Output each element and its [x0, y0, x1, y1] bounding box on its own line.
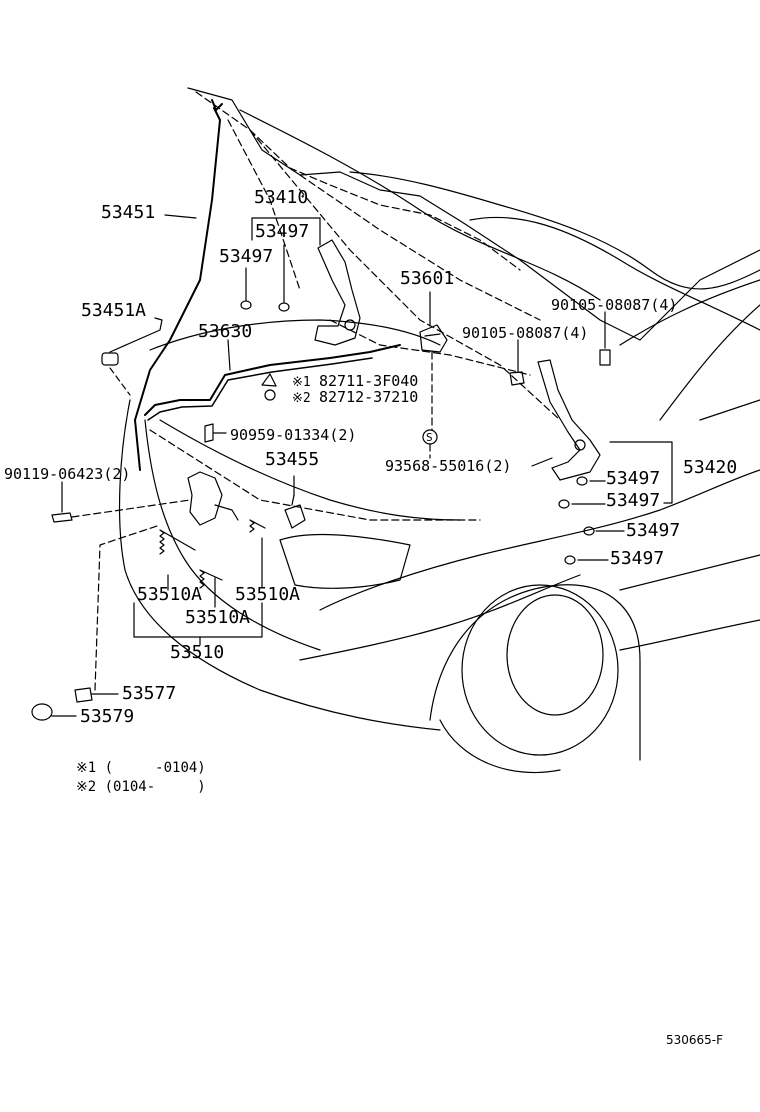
- fender-top: [149, 319, 441, 351]
- s-symbol: S: [426, 431, 433, 444]
- screw-90105-b: [509, 371, 525, 386]
- label-53510A-mid: 53510A: [185, 607, 251, 628]
- tire-bottom: [439, 719, 561, 774]
- clip-82712: [264, 389, 276, 401]
- label-90105-b: 90105-08087(4): [462, 324, 589, 342]
- hood-dashed-right: [249, 129, 561, 421]
- cushion-c: [576, 476, 588, 486]
- footnote-2: ※2 (0104- ): [76, 779, 206, 795]
- cushion-b: [278, 302, 290, 312]
- label-53630: 53630: [198, 321, 253, 342]
- bolt-90119: [51, 512, 73, 523]
- tire-outer: [461, 584, 619, 756]
- cushion-f: [564, 555, 576, 565]
- hood-right-edge: [469, 216, 760, 331]
- diagram-code: 530665-F: [666, 1033, 724, 1047]
- a-pillar: [659, 304, 760, 421]
- leader-53451A: [109, 317, 163, 353]
- hood-dashed-left: [227, 119, 301, 291]
- hood-ridge: [239, 109, 601, 301]
- rod-holder-leader: [109, 367, 131, 396]
- label-53455: 53455: [265, 449, 320, 470]
- lock-spring-a: [159, 529, 196, 555]
- hood-hinge-left: [314, 239, 361, 346]
- body-dashed: [149, 429, 481, 521]
- label-82712: 82712-37210: [319, 388, 419, 406]
- label-53497-d: 53497: [606, 490, 661, 511]
- leader-93568: [531, 457, 553, 467]
- label-53420: 53420: [683, 457, 738, 478]
- label-93568: 93568-55016(2): [385, 457, 512, 475]
- label-53451A: 53451A: [81, 300, 147, 321]
- label-53579: 53579: [80, 706, 135, 727]
- tire-inner: [506, 594, 604, 716]
- hood-support-rod: [134, 107, 221, 471]
- fender-lower: [299, 574, 581, 661]
- hood-lock-lever: [214, 504, 239, 521]
- body-lower-line: [619, 619, 760, 651]
- hood-lock: [187, 471, 223, 526]
- mark-2: ※2: [292, 391, 311, 406]
- label-53497-a: 53497: [255, 221, 310, 242]
- label-82711: 82711-3F040: [319, 372, 419, 390]
- wheel-arch: [429, 584, 641, 761]
- label-53497-c: 53497: [606, 468, 661, 489]
- stop-leader: [94, 524, 161, 691]
- latch-bracket: [284, 494, 306, 529]
- screw-90105-a: [599, 349, 611, 366]
- label-90959: 90959-01334(2): [230, 426, 357, 444]
- cushion-d: [558, 499, 570, 509]
- bolt-leader: [71, 499, 191, 518]
- hood-dashed-mid: [299, 174, 541, 321]
- body-side-line: [619, 554, 760, 591]
- release-cable-2: [147, 357, 373, 421]
- leader-53630: [227, 339, 231, 371]
- windshield: [619, 279, 760, 346]
- footnote-1: ※1 ( -0104): [76, 760, 206, 776]
- headlight: [279, 533, 411, 589]
- label-53410: 53410: [254, 187, 309, 208]
- hood-rod-top: [211, 99, 223, 111]
- rod-holder: [101, 352, 119, 366]
- release-cable: [144, 344, 401, 416]
- label-53510A-right: 53510A: [235, 584, 301, 605]
- cushion-e: [583, 526, 595, 536]
- grille-edge: [159, 419, 461, 521]
- leader-53420-bracket: [609, 441, 673, 504]
- leader-53510-bracket: [133, 602, 263, 638]
- label-53497-f: 53497: [610, 548, 665, 569]
- body-dashed-2: [329, 319, 531, 376]
- label-53497-e: 53497: [626, 520, 681, 541]
- label-90119: 90119-06423(2): [4, 465, 131, 483]
- leader-53451: [164, 214, 197, 219]
- front-bumper-inner: [144, 419, 321, 651]
- lock-striker: [419, 324, 448, 353]
- bumper-stop-53577: [74, 687, 93, 703]
- clip-82711: [261, 373, 277, 387]
- label-53601: 53601: [400, 268, 455, 289]
- label-90105-a: 90105-08087(4): [551, 296, 678, 314]
- hood-hinge-right: [537, 359, 601, 481]
- hood-front-line: [349, 171, 760, 290]
- hood-edge-dashed: [195, 91, 521, 271]
- leader-53410-bracket: [251, 217, 321, 246]
- mark-1: ※1: [292, 375, 311, 390]
- label-53510: 53510: [170, 642, 225, 663]
- label-53577: 53577: [122, 683, 177, 704]
- fender-side: [319, 469, 760, 611]
- bumper-cushion-53579: [31, 703, 53, 721]
- lock-spring-b: [199, 569, 223, 589]
- hinge-right-bolt: [574, 439, 586, 451]
- label-53510A-left: 53510A: [137, 584, 203, 605]
- lock-spring-c: [249, 519, 266, 533]
- cable-clamp: [204, 423, 214, 443]
- cushion-a: [240, 300, 252, 310]
- label-53497-b: 53497: [219, 246, 274, 267]
- door-edge: [699, 399, 760, 421]
- label-53451: 53451: [101, 202, 156, 223]
